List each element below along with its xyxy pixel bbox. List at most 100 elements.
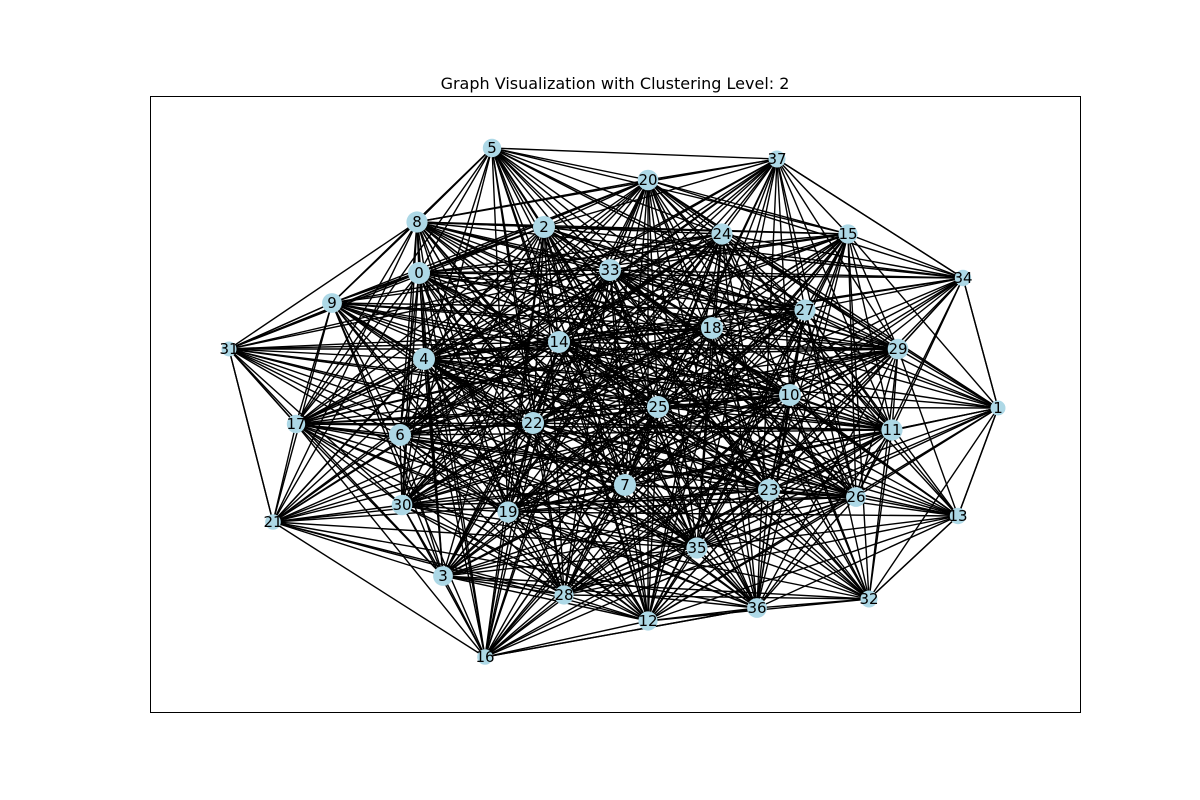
node-33: 33 (599, 259, 621, 281)
node-circle-12 (638, 611, 658, 631)
node-34: 34 (953, 269, 972, 287)
edge-20-21 (272, 179, 649, 523)
node-circle-20 (637, 169, 659, 191)
edge-24-26 (721, 233, 857, 498)
edge-23-28 (563, 489, 770, 596)
node-label-6: 6 (395, 426, 405, 444)
edge-18-23 (711, 327, 770, 491)
node-circle-28 (554, 585, 574, 605)
edge-25-31 (228, 348, 659, 408)
node-label-32: 32 (859, 590, 878, 608)
edge-10-15 (789, 233, 849, 396)
edge-30-33 (401, 269, 611, 506)
node-label-24: 24 (712, 225, 731, 243)
node-7: 7 (614, 474, 636, 496)
node-circle-5 (482, 138, 502, 158)
node-label-2: 2 (539, 218, 549, 236)
edge-10-26 (789, 394, 857, 498)
edge-13-27 (804, 309, 959, 517)
edge-15-18 (711, 233, 849, 329)
edge-3-21 (272, 521, 444, 577)
edge-35-37 (696, 158, 778, 549)
node-13: 13 (948, 507, 967, 525)
node-label-13: 13 (948, 507, 967, 525)
edge-11-37 (776, 158, 893, 431)
edge-21-24 (272, 233, 723, 523)
node-circle-8 (406, 211, 428, 233)
edge-30-35 (401, 504, 698, 549)
edge-17-35 (295, 423, 698, 549)
edge-24-30 (401, 233, 723, 506)
node-11: 11 (881, 419, 903, 441)
node-circle-15 (838, 224, 858, 244)
edge-24-29 (721, 233, 899, 350)
edge-6-20 (399, 179, 649, 436)
edge-10-18 (711, 327, 791, 396)
edge-22-24 (532, 233, 723, 424)
node-label-25: 25 (648, 398, 667, 416)
node-circle-27 (794, 299, 816, 321)
edge-34-1 (962, 277, 999, 409)
edge-21-28 (272, 521, 565, 596)
edge-31-35 (228, 348, 698, 549)
edge-19-31 (228, 348, 509, 513)
edge-6-12 (399, 434, 649, 622)
edge-12-16 (484, 620, 649, 658)
edge-15-30 (401, 233, 849, 506)
edge-7-17 (295, 423, 626, 486)
edge-4-37 (423, 158, 778, 360)
node-4: 4 (413, 348, 435, 370)
edge-8-21 (272, 221, 418, 523)
node-12: 12 (638, 611, 658, 631)
axes-frame (150, 96, 1081, 713)
edge-31-33 (228, 269, 611, 350)
edge-2-16 (484, 226, 545, 658)
edge-22-29 (532, 348, 899, 424)
edge-25-33 (609, 269, 659, 408)
node-circle-7 (614, 474, 636, 496)
edge-22-23 (532, 422, 770, 491)
edge-5-20 (491, 147, 649, 181)
node-6: 6 (389, 424, 411, 446)
node-circle-21 (265, 514, 281, 530)
edges-layer (228, 147, 999, 658)
edge-20-30 (401, 179, 649, 506)
edge-3-12 (442, 575, 649, 622)
edge-6-22 (399, 422, 534, 436)
edge-33-37 (609, 158, 778, 271)
node-label-28: 28 (554, 586, 573, 604)
edge-13-29 (897, 348, 959, 517)
node-0: 0 (408, 262, 430, 284)
node-label-7: 7 (620, 476, 630, 494)
edge-17-21 (272, 423, 297, 523)
node-9: 9 (322, 293, 342, 313)
node-circle-3 (433, 566, 453, 586)
edge-34-35 (696, 277, 964, 549)
edge-25-36 (657, 406, 758, 609)
edge-31-9 (228, 302, 333, 350)
edge-21-37 (272, 158, 778, 523)
edge-12-21 (272, 521, 649, 622)
node-20: 20 (637, 169, 659, 191)
edge-9-28 (331, 302, 565, 596)
edge-8-15 (416, 221, 849, 235)
edge-11-24 (721, 233, 893, 431)
node-label-11: 11 (882, 421, 901, 439)
edge-25-27 (657, 309, 806, 408)
edge-33-34 (609, 269, 964, 279)
edge-21-30 (272, 504, 403, 523)
node-label-27: 27 (795, 301, 814, 319)
node-label-37: 37 (767, 150, 786, 168)
node-circle-25 (647, 396, 669, 418)
edge-0-22 (418, 272, 534, 424)
edge-0-19 (418, 272, 509, 513)
edge-8-33 (416, 221, 611, 271)
node-5: 5 (482, 138, 502, 158)
edge-9-15 (331, 233, 849, 304)
edge-37-34 (776, 158, 964, 279)
edge-17-29 (295, 348, 899, 425)
edge-28-34 (563, 277, 964, 596)
edge-25-32 (657, 406, 870, 600)
edge-11-31 (228, 348, 893, 431)
edge-5-23 (491, 147, 770, 491)
